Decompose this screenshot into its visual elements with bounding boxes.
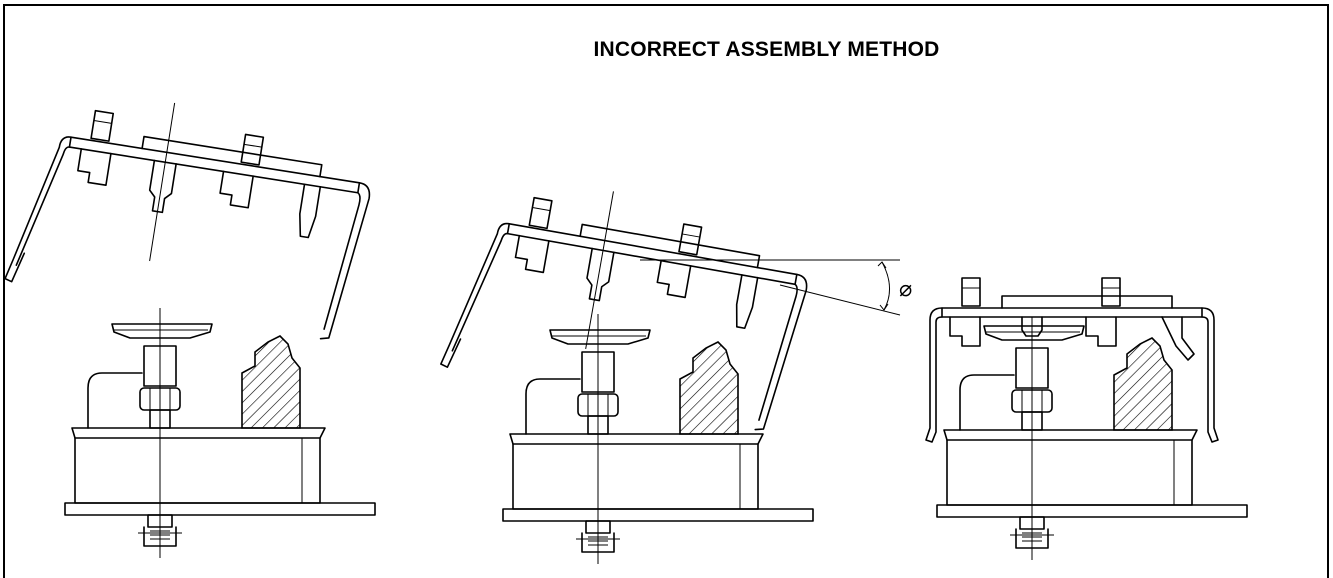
angle-tilt-line: [779, 284, 901, 316]
drawing-frame: [3, 4, 1329, 578]
figure-cover-tilted-above: [2, 80, 380, 559]
angle-symbol: ⌀: [899, 277, 912, 302]
figure-cover-seated-incorrect: [925, 277, 1248, 561]
figure-cover-tilted-engaged: ⌀: [438, 166, 912, 565]
angle-arc: [881, 261, 890, 311]
page-title: INCORRECT ASSEMBLY METHOD: [593, 38, 940, 61]
